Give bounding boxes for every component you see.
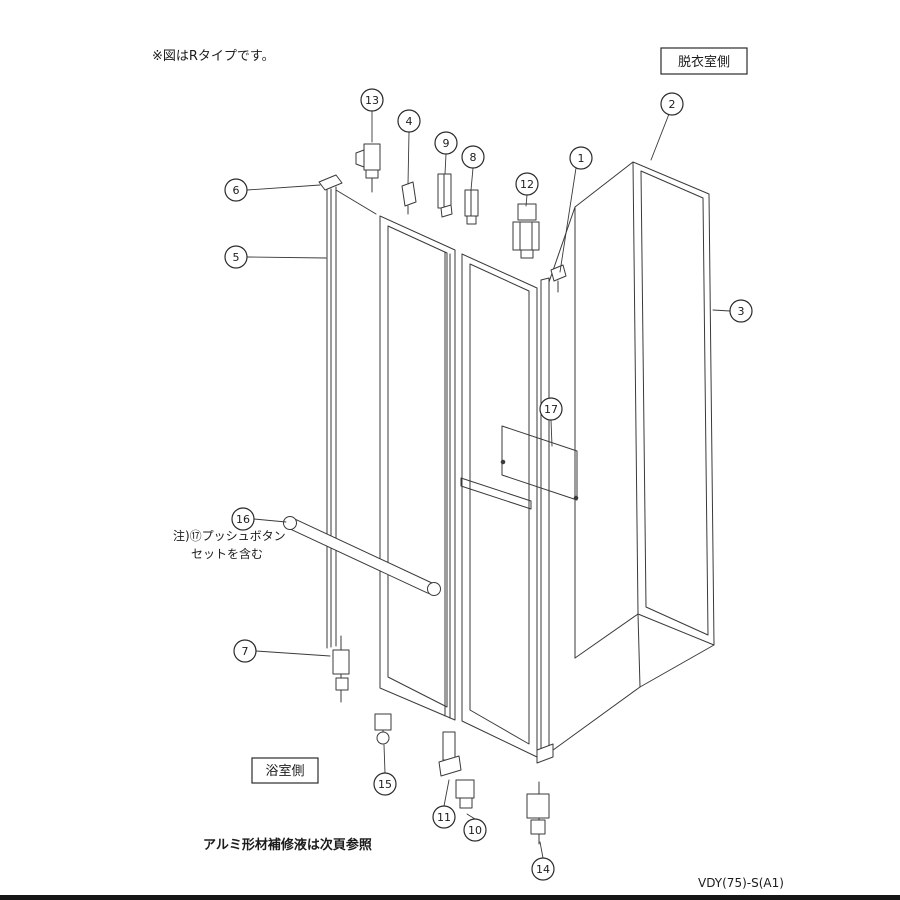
part-14-bottom-pivot-assembly xyxy=(526,781,550,845)
text-annotations: ※図はRタイプです。 脱衣室側 浴室側 注)⑰プッシュボタン セットを含む アル… xyxy=(152,47,784,890)
part-12-latch-assembly xyxy=(512,203,540,259)
doc-code: VDY(75)-S(A1) xyxy=(698,876,784,890)
callout-15-number: 15 xyxy=(378,778,392,791)
callout-10: 10 xyxy=(463,818,487,842)
dressing-room-side-text: 脱衣室側 xyxy=(678,54,730,70)
callout-15: 15 xyxy=(373,772,397,796)
push-button-plate xyxy=(500,425,579,501)
part-4-plate xyxy=(401,181,417,215)
back-panel xyxy=(632,161,715,646)
callout-16: 16 xyxy=(231,507,255,531)
note-17-line2: セットを含む xyxy=(191,546,263,561)
callout-4: 4 xyxy=(397,109,421,133)
callout-13: 13 xyxy=(360,88,384,112)
door-panel-left xyxy=(379,215,456,721)
part-13-pivot-bracket xyxy=(355,143,381,193)
part-10-bottom-bracket xyxy=(455,779,475,809)
callout-13-number: 13 xyxy=(365,94,379,107)
handle-bar xyxy=(460,477,532,510)
callout-12: 12 xyxy=(515,172,539,196)
callouts: 13 4 9 8 12 1 2 6 5 3 17 16 7 15 11 10 1… xyxy=(224,88,753,881)
dressing-room-side-label: 脱衣室側 xyxy=(660,47,748,75)
callout-8-number: 8 xyxy=(470,151,477,164)
callout-16-number: 16 xyxy=(236,513,250,526)
part-15-roller xyxy=(374,713,392,745)
callout-5-number: 5 xyxy=(233,251,240,264)
callout-5: 5 xyxy=(224,245,248,269)
callout-17: 17 xyxy=(539,397,563,421)
callout-10-number: 10 xyxy=(468,824,482,837)
right-jamb xyxy=(536,264,567,764)
callout-9: 9 xyxy=(434,131,458,155)
callout-14: 14 xyxy=(531,857,555,881)
note-17-line1: 注)⑰プッシュボタン xyxy=(173,528,286,543)
wall-frame-strip xyxy=(318,174,377,649)
callout-17-number: 17 xyxy=(544,403,558,416)
callout-6-number: 6 xyxy=(233,184,240,197)
callout-2: 2 xyxy=(660,92,684,116)
callout-14-number: 14 xyxy=(536,863,550,876)
callout-11-number: 11 xyxy=(437,811,451,824)
bottom-border xyxy=(0,895,900,900)
towel-bar xyxy=(283,516,441,596)
part-8-bracket xyxy=(464,189,479,225)
callout-1-number: 1 xyxy=(578,152,585,165)
callout-12-number: 12 xyxy=(520,178,534,191)
part-9-guide-channel xyxy=(437,173,453,218)
type-note: ※図はRタイプです。 xyxy=(152,49,275,64)
part-7-bottom-pivot xyxy=(332,635,350,703)
repair-note: アルミ形材補修液は次頁参照 xyxy=(203,837,372,853)
callout-2-number: 2 xyxy=(669,98,676,111)
callout-9-number: 9 xyxy=(443,137,450,150)
callout-8: 8 xyxy=(461,145,485,169)
callout-7: 7 xyxy=(233,639,257,663)
door-panel-right xyxy=(444,251,538,758)
callout-1: 1 xyxy=(569,146,593,170)
bathroom-side-text: 浴室側 xyxy=(265,763,304,779)
part-6-top-cap xyxy=(318,174,343,191)
callout-6: 6 xyxy=(224,178,248,202)
callout-11: 11 xyxy=(432,805,456,829)
enclosure-frame xyxy=(548,161,715,754)
bathroom-side-label: 浴室側 xyxy=(251,757,319,784)
callout-3: 3 xyxy=(729,299,753,323)
callout-4-number: 4 xyxy=(406,115,413,128)
part-11-bottom-guide xyxy=(438,731,462,777)
leader-lines xyxy=(246,110,731,859)
callout-3-number: 3 xyxy=(738,305,745,318)
callout-7-number: 7 xyxy=(242,645,249,658)
